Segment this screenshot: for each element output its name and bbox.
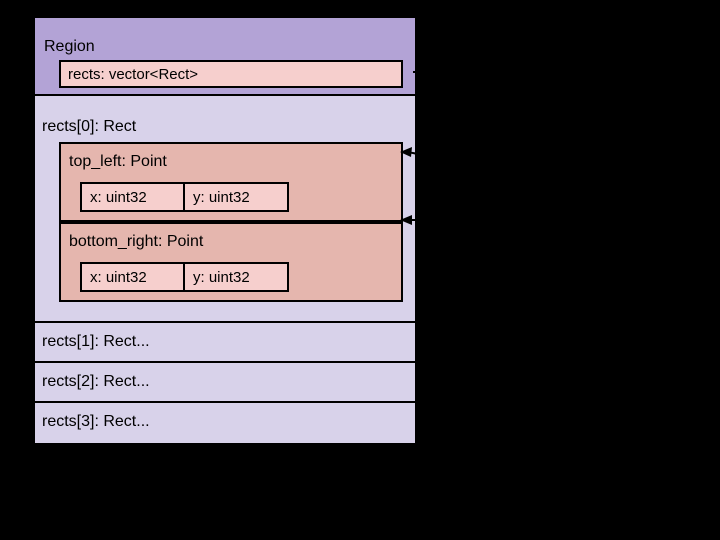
member-top-left-point-title: top_left: Point <box>69 153 167 170</box>
element-rects-0[interactable]: rects[0]: Rect top_left: Point x: uint32… <box>35 96 415 323</box>
field-rects-vector-label: rects: vector<Rect> <box>68 66 199 83</box>
element-rects-3-title: rects[3]: Rect... <box>42 413 150 430</box>
element-rects-0-title: rects[0]: Rect <box>42 118 137 135</box>
region-container: Region rects: vector<Rect> rects[0]: Rec… <box>33 16 417 443</box>
field-rects-vector[interactable]: rects: vector<Rect> <box>59 60 403 88</box>
bottom-right-point-fields: x: uint32 y: uint32 <box>80 262 289 292</box>
element-rects-1-title: rects[1]: Rect... <box>42 333 150 350</box>
element-rects-1[interactable]: rects[1]: Rect... <box>35 323 415 363</box>
element-rects-2[interactable]: rects[2]: Rect... <box>35 363 415 403</box>
region-header: Region rects: vector<Rect> <box>35 18 415 96</box>
top-left-point-field-y[interactable]: y: uint32 <box>185 184 287 210</box>
bottom-right-point-field-y[interactable]: y: uint32 <box>185 264 287 290</box>
bottom-right-point-field-x[interactable]: x: uint32 <box>82 264 185 290</box>
top-left-point-fields: x: uint32 y: uint32 <box>80 182 289 212</box>
member-bottom-right-point[interactable]: bottom_right: Point x: uint32 y: uint32 <box>59 222 403 302</box>
region-title: Region <box>44 38 95 55</box>
element-rects-3[interactable]: rects[3]: Rect... <box>35 403 415 443</box>
top-left-point-field-x[interactable]: x: uint32 <box>82 184 185 210</box>
member-bottom-right-point-title: bottom_right: Point <box>69 233 204 250</box>
element-rects-2-title: rects[2]: Rect... <box>42 373 150 390</box>
member-top-left-point[interactable]: top_left: Point x: uint32 y: uint32 <box>59 142 403 222</box>
